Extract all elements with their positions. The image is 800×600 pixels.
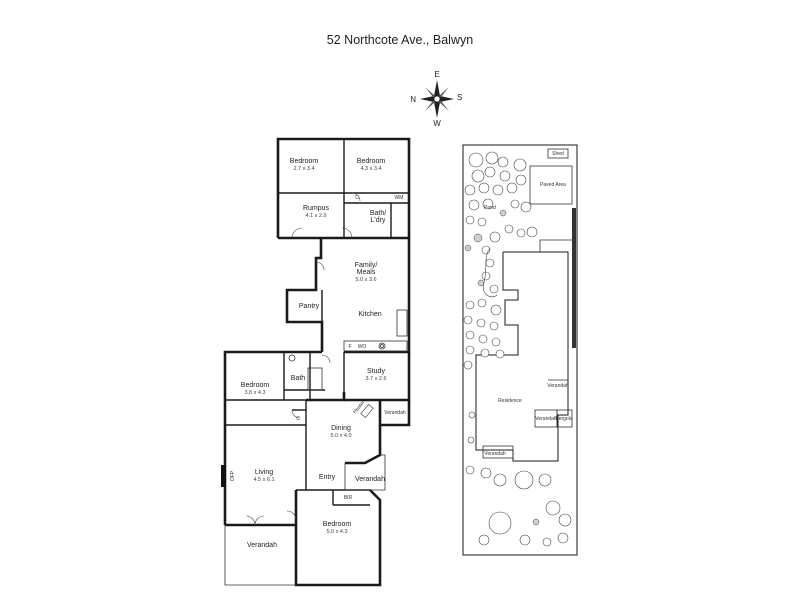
- room-entry-label: Entry: [319, 474, 336, 481]
- room-rumpus-label: Rumpus: [303, 205, 330, 212]
- wall-oven-label: WO: [358, 344, 367, 350]
- room-family-meals-dims: 5.0 x 3.6: [355, 277, 376, 283]
- room-bedroom-4-label: Bedroom: [323, 521, 352, 528]
- room-pantry-label: Pantry: [299, 303, 320, 310]
- site-trees: [463, 151, 572, 547]
- room-family-meals-label: Family/Meals: [355, 262, 378, 276]
- bath-laundry-line-2: L'dry: [371, 217, 386, 224]
- fireplace-label: OFP: [230, 470, 236, 481]
- compass-s-label: S: [457, 93, 462, 102]
- bir-label: BIR: [344, 495, 353, 501]
- site-plan: [462, 144, 578, 556]
- fridge-label: F: [348, 344, 351, 350]
- site-verandah-3-label: Verandah: [484, 451, 506, 457]
- compass-w-label: W: [433, 119, 441, 128]
- room-study-label: Study: [367, 368, 385, 375]
- room-bedroom-3-dims: 3.8 x 4.3: [244, 390, 265, 396]
- site-pond-label: Pond: [484, 205, 496, 211]
- cupboard-label-2: C: [296, 416, 300, 422]
- washing-machine-label: WM: [395, 195, 404, 201]
- room-dining-dims: 5.0 x 4.0: [330, 433, 351, 439]
- compass-n-label: N: [410, 95, 416, 104]
- room-bath-laundry-label: Bath/L'dry: [370, 210, 386, 224]
- room-living-label: Living: [255, 469, 273, 476]
- verandah-entry-label: Verandah: [355, 476, 385, 483]
- site-verandah-1-label: Verandah: [547, 383, 569, 389]
- site-pergola-label: Pergola: [555, 416, 572, 422]
- room-bath-label: Bath: [291, 375, 306, 382]
- family-meals-line-2: Meals: [357, 269, 376, 276]
- room-study-dims: 3.7 x 2.6: [365, 376, 386, 382]
- room-bedroom-1-dims: 2.7 x 3.4: [293, 166, 314, 172]
- bath-laundry-line-1: Bath/: [370, 210, 386, 217]
- room-kitchen-label: Kitchen: [358, 311, 381, 318]
- plan-title: 52 Northcote Ave., Balwyn: [326, 33, 474, 47]
- site-residence-label: Residence: [498, 398, 522, 404]
- site-shed-label: Shed: [552, 151, 564, 157]
- verandah-front-label: Verandah: [247, 542, 277, 549]
- compass-e-label: E: [434, 70, 439, 79]
- room-bedroom-2-label: Bedroom: [357, 158, 386, 165]
- site-paved-area-label: Paved Area: [540, 182, 566, 188]
- family-meals-line-1: Family/: [355, 262, 378, 269]
- compass-rose-icon: [420, 80, 454, 118]
- room-bedroom-4-dims: 5.0 x 4.3: [326, 529, 347, 535]
- site-verandah-2-label: Verandah: [535, 416, 557, 422]
- room-dining-label: Dining: [331, 425, 351, 432]
- room-rumpus-dims: 4.1 x 2.9: [305, 213, 326, 219]
- room-living-dims: 4.5 x 6.1: [253, 477, 274, 483]
- house-walls: [221, 137, 411, 587]
- room-bedroom-2-dims: 4.3 x 3.4: [360, 166, 381, 172]
- cupboard-label-1: C: [355, 195, 359, 201]
- room-bedroom-3-label: Bedroom: [241, 382, 270, 389]
- room-bedroom-1-label: Bedroom: [290, 158, 319, 165]
- verandah-small-label: Verandah: [384, 410, 406, 416]
